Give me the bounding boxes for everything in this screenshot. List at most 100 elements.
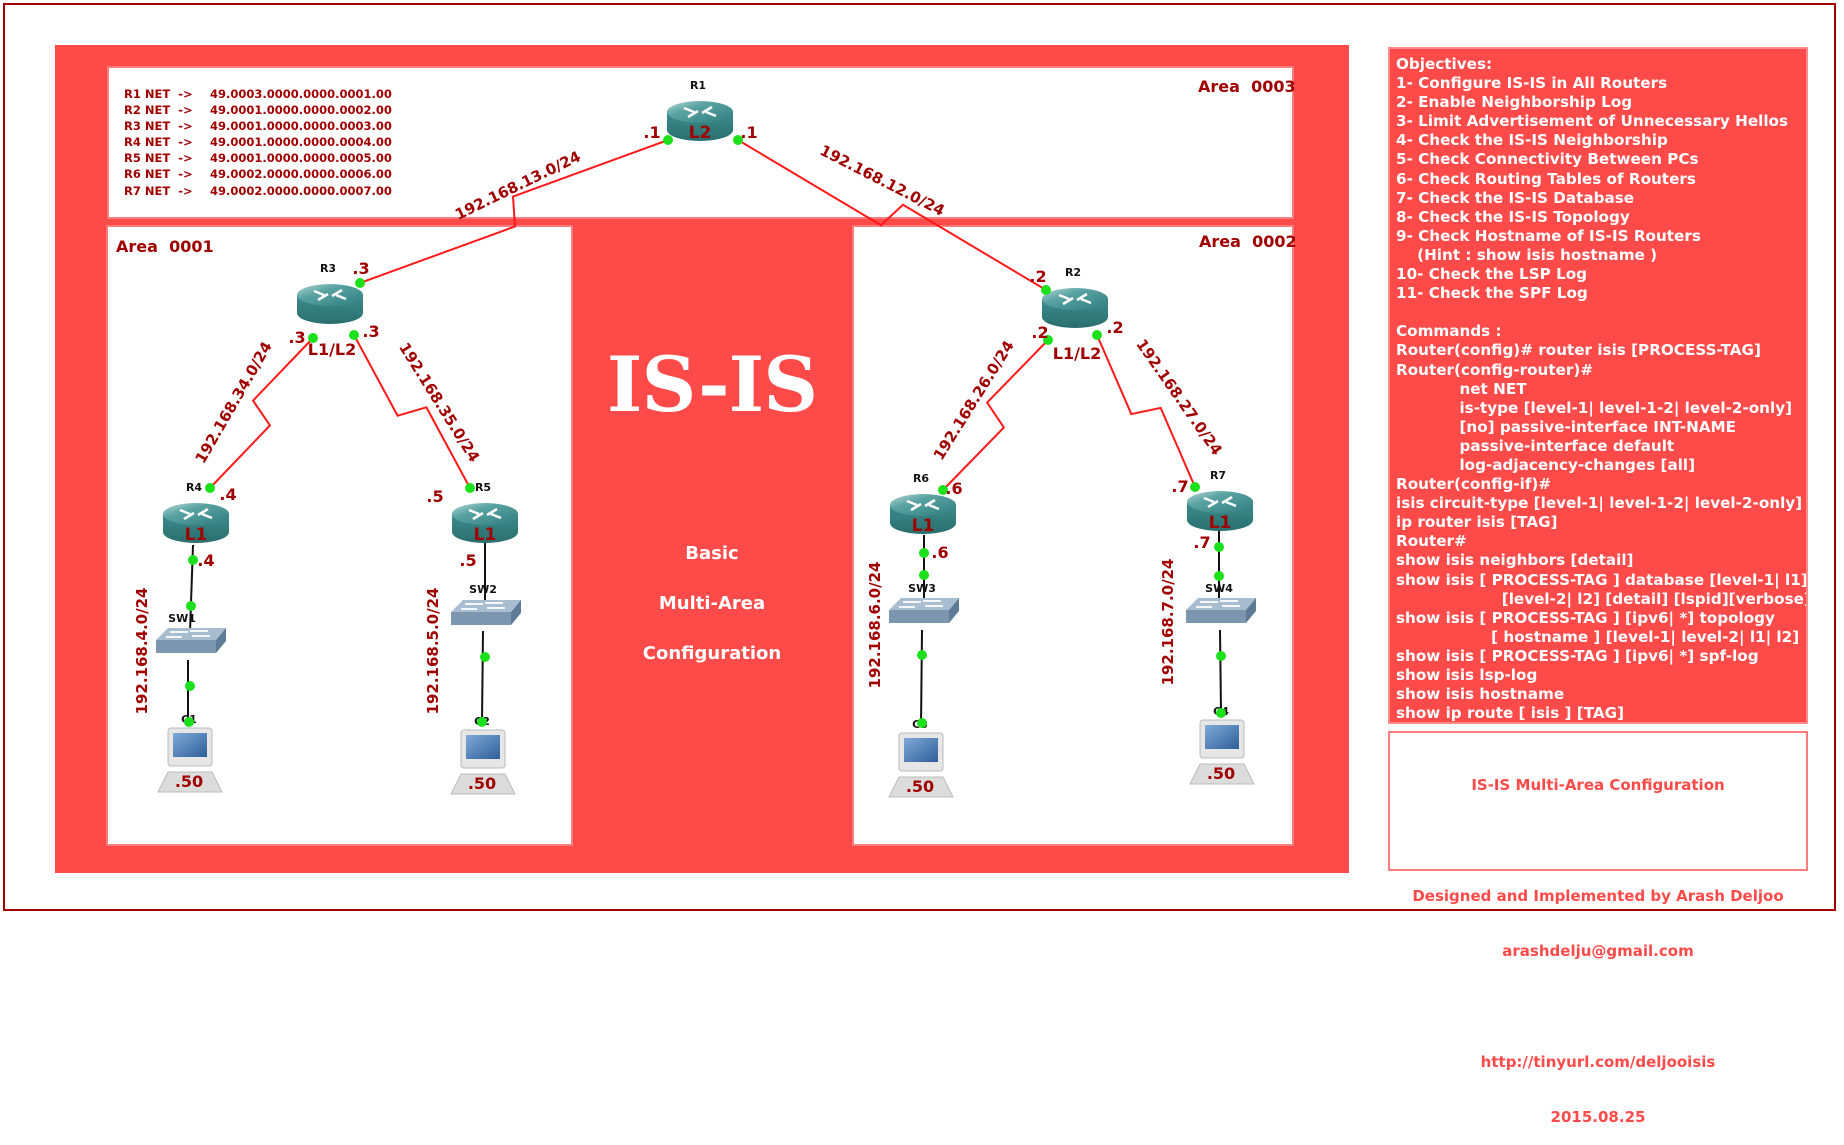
panel-line: 4- Check the IS-IS Neighborship	[1396, 131, 1668, 150]
port-indicator	[1216, 651, 1226, 661]
port-indicator	[205, 483, 215, 493]
router-r2	[1042, 288, 1108, 328]
panel-line: is-type [level-1| level-1-2| level-2-onl…	[1396, 398, 1793, 417]
switch-arrows	[166, 630, 210, 638]
subnet-label: 192.168.6.0/24	[866, 562, 884, 689]
link-r2-r7	[1096, 334, 1196, 488]
switch-sw3	[889, 598, 959, 623]
router-level-label: L1	[1209, 513, 1232, 533]
panel-line: 2- Enable Neighborship Log	[1396, 93, 1633, 112]
router-arrows	[313, 288, 347, 302]
router-r3	[297, 284, 363, 324]
switch-side	[511, 600, 521, 625]
network-topology: R1L2R2L1/L2R3L1/L2R4L1R5L1R6L1R7L1SW1SW2…	[133, 79, 1256, 798]
router-name-label: R1	[690, 79, 706, 92]
pc-screen	[466, 735, 500, 759]
net-router-key: R6 NET ->	[124, 167, 193, 182]
area-0003-box	[107, 66, 1294, 219]
net-row: R1 NET -> 49.0003.0000.0000.0001.00	[124, 86, 392, 102]
panel-line: 6- Check Routing Tables of Routers	[1396, 169, 1696, 188]
panel-line: 5- Check Connectivity Between PCs	[1396, 150, 1699, 169]
router-name-label: R5	[475, 481, 491, 494]
pc-ip-label: .50	[906, 777, 934, 796]
link-r2-r6	[942, 339, 1049, 491]
subnet-label: 192.168.12.0/24	[817, 141, 948, 219]
switch-label: SW2	[469, 583, 497, 596]
subtitle-configuration: Configuration	[642, 643, 782, 664]
panel-line: 8- Check the IS-IS Topology	[1396, 207, 1630, 226]
pc-ip-label: .50	[468, 774, 496, 793]
credit-author: Designed and Implemented by Arash Deljoo	[1412, 886, 1784, 905]
pc-ip-label: .50	[1207, 764, 1235, 783]
interface-ip-label: .2	[1031, 323, 1048, 342]
panel-line: show isis hostname	[1396, 685, 1565, 704]
router-arrows	[683, 105, 717, 119]
port-indicator	[188, 555, 198, 565]
interface-ip-label: .1	[643, 123, 660, 142]
interface-ip-label: .7	[1171, 477, 1188, 496]
router-level-label: L1/L2	[1053, 344, 1102, 363]
router-top	[452, 503, 518, 525]
panel-line: log-adjacency-changes [all]	[1396, 455, 1696, 474]
panel-line: 7- Check the IS-IS Database	[1396, 188, 1635, 207]
net-address: 49.0003.0000.0000.0001.00	[206, 87, 392, 101]
pc-c1	[157, 727, 223, 793]
subnet-label: 192.168.5.0/24	[424, 588, 442, 715]
pc-screen	[173, 733, 207, 757]
router-arrows	[1203, 495, 1237, 509]
net-router-key: R4 NET ->	[124, 135, 193, 150]
router-name-label: R7	[1210, 469, 1226, 482]
port-indicator	[938, 485, 948, 495]
net-router-key: R7 NET ->	[124, 183, 193, 198]
net-router-key: R2 NET ->	[124, 103, 193, 118]
router-level-label: L1	[185, 525, 208, 545]
pc-keyboard	[888, 776, 954, 798]
router-r6	[890, 494, 956, 534]
interface-ip-label: .5	[459, 551, 476, 570]
switch-front	[156, 640, 216, 653]
switch-label: SW4	[1205, 582, 1233, 595]
interface-ip-label: .6	[931, 543, 948, 562]
router-level-label: L1	[912, 516, 935, 536]
port-indicator	[186, 601, 196, 611]
area-0001-label: Area 0001	[116, 237, 214, 256]
pc-c4	[1189, 719, 1255, 785]
link-sw4-c4	[1219, 629, 1222, 713]
switch-icon	[1186, 598, 1256, 610]
pc-keyboard	[1189, 763, 1255, 785]
net-address: 49.0002.0000.0000.0007.00	[206, 183, 392, 198]
panel-line: Router(config)# router isis [PROCESS-TAG…	[1396, 341, 1761, 360]
net-router-key: R5 NET ->	[124, 151, 193, 166]
interface-ip-label: .4	[219, 485, 236, 504]
panel-line: Router(config-if)#	[1396, 475, 1552, 494]
port-indicator	[1043, 335, 1053, 345]
link-sw3-c3	[920, 629, 923, 728]
link-r1-r2	[737, 139, 1047, 291]
net-row: R4 NET -> 49.0001.0000.0000.0004.00	[124, 134, 392, 150]
router-r4	[163, 503, 229, 543]
credit-url[interactable]: http://tinyurl.com/deljooisis	[1480, 1052, 1716, 1071]
panel-line	[1396, 303, 1800, 322]
switch-icon	[451, 600, 521, 612]
net-row: R3 NET -> 49.0001.0000.0000.0003.00	[124, 118, 392, 134]
port-indicator	[355, 278, 365, 288]
net-address: 49.0001.0000.0000.0004.00	[206, 135, 392, 150]
panel-line: 3- Limit Advertisement of Unnecessary He…	[1396, 112, 1789, 131]
interface-ip-label: .4	[197, 551, 214, 570]
router-r7	[1187, 491, 1253, 531]
interface-ip-label: .6	[945, 479, 962, 498]
credit-date: 2015.08.25	[1550, 1108, 1646, 1126]
subnet-label: 192.168.13.0/24	[452, 147, 583, 223]
port-indicator	[184, 717, 194, 727]
router-name-label: R4	[186, 481, 202, 494]
panel-line: Router#	[1396, 532, 1467, 551]
subnet-label: 192.168.35.0/24	[395, 339, 483, 465]
pc-keyboard	[157, 771, 223, 793]
router-level-label: L2	[689, 123, 712, 143]
port-indicator	[733, 135, 743, 145]
credit-email[interactable]: arashdelju@gmail.com	[1502, 942, 1694, 960]
panel-line: isis circuit-type [level-1| level-1-2| l…	[1396, 494, 1803, 513]
panel-line: ip router isis [TAG]	[1396, 513, 1558, 532]
panel-line: show isis lsp-log	[1396, 666, 1538, 684]
